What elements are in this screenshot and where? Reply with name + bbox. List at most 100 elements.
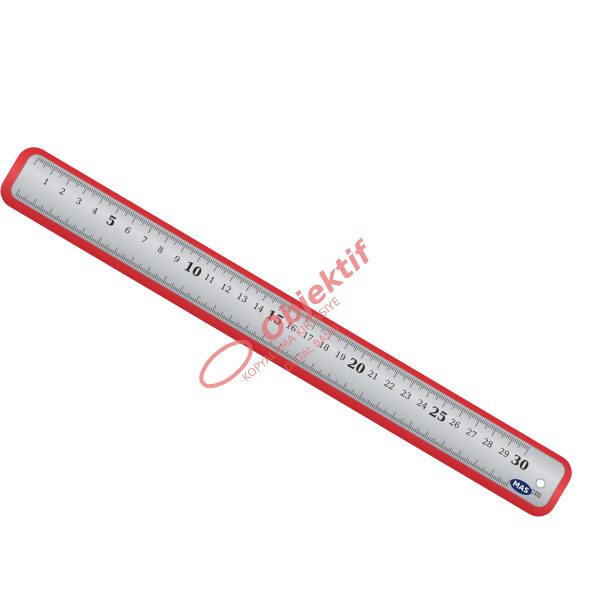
tick-top (108, 200, 113, 207)
tick-bottom (182, 291, 185, 296)
tick-bottom (344, 387, 347, 391)
tick-bottom (155, 276, 158, 280)
tick-bottom (445, 447, 448, 451)
tick-bottom (339, 384, 342, 388)
tick-bottom (36, 205, 39, 209)
tick-bottom (329, 379, 332, 383)
tick-bottom (280, 350, 283, 354)
tick-bottom (409, 426, 412, 430)
tick-bottom (219, 312, 223, 318)
tick-top (223, 267, 228, 275)
tick-bottom (461, 457, 464, 461)
tick-bottom (49, 213, 52, 217)
tick-top (403, 373, 406, 377)
tick-top (479, 418, 483, 423)
tick-top (39, 158, 43, 163)
tick-top (424, 385, 427, 390)
tick-bottom (463, 458, 466, 462)
tick-top (407, 376, 411, 380)
tick-bottom (496, 477, 499, 481)
tick-bottom (379, 409, 383, 413)
tick-bottom (191, 297, 194, 301)
tick-bottom (275, 347, 278, 351)
tick-top (182, 242, 185, 247)
tick-top (438, 394, 442, 399)
tick-top (383, 361, 386, 366)
tick-top (316, 321, 319, 326)
tick-bottom (88, 234, 93, 240)
scale-number: 28 (480, 437, 494, 451)
tick-bottom (242, 327, 245, 331)
tick-top (362, 348, 365, 353)
tick-top (517, 441, 522, 449)
tick-top (95, 191, 99, 196)
tick-top (196, 251, 200, 255)
tick-top (157, 228, 161, 232)
tick-top (335, 333, 339, 338)
tick-bottom (38, 206, 41, 210)
tick-top (452, 402, 455, 406)
tick-bottom (195, 295, 200, 303)
tick-top (90, 188, 94, 193)
tick-top (409, 377, 413, 381)
tick-top (255, 287, 260, 294)
tick-top (308, 317, 311, 321)
tick-bottom (65, 223, 69, 227)
tick-top (317, 322, 321, 327)
tick-bottom (355, 394, 358, 398)
tick-top (260, 289, 264, 293)
tick-top (357, 346, 360, 350)
tick-top (214, 261, 218, 266)
tick-top (434, 391, 437, 396)
tick-bottom (314, 370, 317, 374)
tick-bottom (265, 341, 268, 345)
tick-bottom (208, 307, 211, 311)
tick-top (157, 229, 162, 236)
tick-bottom (283, 351, 286, 355)
tick-bottom (69, 225, 72, 229)
tick-bottom (121, 254, 125, 260)
tick-top (354, 345, 359, 352)
tick-bottom (193, 298, 196, 302)
tick-bottom (234, 322, 237, 326)
scale-number: 12 (218, 282, 232, 296)
scale-number: 19 (333, 350, 347, 364)
tick-bottom (151, 273, 154, 277)
tick-top (188, 246, 192, 251)
tick-top (375, 356, 378, 361)
tick-bottom (213, 310, 216, 314)
tick-top (131, 214, 138, 224)
tick-bottom (447, 448, 450, 452)
tick-top (474, 415, 478, 420)
tick-top (460, 407, 463, 411)
tick-top (67, 174, 71, 179)
tick-top (291, 307, 295, 312)
tick-top (432, 390, 435, 395)
tick-top (345, 339, 349, 343)
tick-bottom (257, 336, 260, 340)
tick-bottom (34, 204, 37, 208)
tick-bottom (370, 403, 373, 407)
tick-bottom (224, 317, 227, 321)
tick-top (483, 420, 486, 425)
tick-bottom (204, 305, 208, 309)
tick-bottom (231, 321, 234, 325)
tick-bottom (505, 479, 511, 487)
tick-top (393, 367, 396, 372)
tick-bottom (326, 372, 331, 381)
tick-bottom (293, 353, 298, 361)
tick-top (115, 202, 118, 207)
tick-top (162, 230, 166, 235)
tick-bottom (98, 242, 101, 246)
tick-bottom (317, 370, 322, 376)
tick-bottom (93, 239, 96, 243)
tick-top (327, 330, 334, 340)
tick-top (340, 336, 344, 341)
tick-top (334, 332, 337, 337)
tick-bottom (363, 399, 366, 403)
tick-top (403, 374, 408, 381)
tick-bottom (226, 318, 229, 322)
tick-bottom (77, 230, 80, 234)
tick-top (197, 253, 203, 263)
